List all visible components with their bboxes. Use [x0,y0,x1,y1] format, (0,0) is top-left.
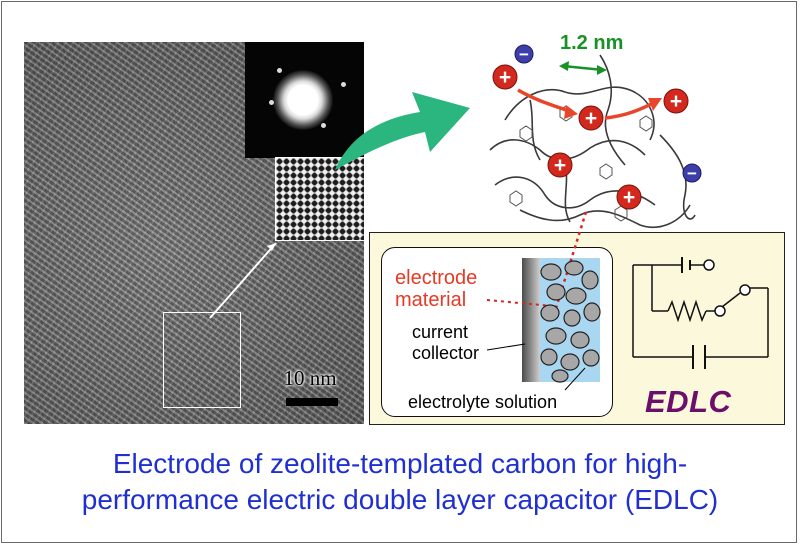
carbon-particle [545,327,567,345]
electrode-label-line1: electrode [395,267,478,289]
cation-sign: + [670,90,682,113]
hexagon-ring [519,125,533,142]
cation-circle [547,152,573,178]
cation-sign: + [499,66,511,89]
collector-label-line1: current [412,322,469,342]
anion-circle [514,44,534,64]
zoom-leader-dotted-line [554,211,588,309]
zoom-pointer-arrowhead [267,243,276,251]
anion: − [514,44,534,64]
pore-dimension-arrowhead-left [559,61,569,71]
switch-terminal [714,305,726,317]
edlc-label: EDLC [645,384,732,419]
scale-bar [286,398,338,406]
region-of-interest-box [163,312,241,408]
cation-sign: + [623,186,635,209]
diffraction-spot [341,82,346,87]
carbon-particle [540,348,558,366]
switch-terminal [739,284,751,296]
lattice-zoom-inset [275,157,365,241]
diffraction-spot [269,100,274,105]
carbon-strand [504,86,655,141]
anion: − [682,163,702,183]
electrode-particles [540,260,601,383]
anion-sign: − [687,164,697,183]
cation: + [578,105,604,131]
current-collector-bar [522,258,540,382]
carbon-strand [659,134,696,220]
resistor [667,299,707,323]
anion-sign: − [519,45,529,64]
carbon-particle [565,287,587,305]
cation: + [616,184,642,210]
big-green-arrow [335,92,470,170]
carbon-particle [540,263,562,281]
carbon-strand [599,54,626,166]
cation-circle [616,184,642,210]
cation: + [547,152,573,178]
caption-line-2: performance electric double layer capaci… [81,484,719,515]
carbon-particle [583,302,601,322]
electrode-label-leader [486,299,553,307]
pore-size-label: 1.2 nm [560,32,624,54]
figure-caption: Electrode of zeolite-templated carbon fo… [12,446,788,518]
carbon-particle [551,369,569,383]
diffraction-center-spot [273,70,333,130]
hexagon-ring [599,163,613,180]
switch-lever [721,292,741,308]
ion-flow-arrowhead-2 [648,98,662,111]
scale-bar-label: 10 nm [283,366,337,390]
carbon-particle [570,331,590,349]
ion-flow-arrow-2 [604,100,656,120]
pore-dimension-line [562,64,604,72]
electrode-label-line2: material [395,289,467,311]
hexagon-ring [509,190,523,207]
terminal [703,259,715,271]
pore-dimension-arrowhead-right [597,65,607,75]
collector-label-line2: collector [412,343,480,363]
cation-sign: + [554,154,566,177]
ion-flow-arrowhead-1 [564,105,578,119]
carbon-framework [489,54,696,229]
anion-circle [682,163,702,183]
electrolyte-label: electrolyte solution [408,392,558,412]
diffraction-spot [321,123,326,128]
cation-sign: + [585,107,597,130]
electrolyte-label-leader [564,367,586,391]
collector-label-leader [486,343,526,351]
carbon-strand [519,204,691,229]
carbon-particle [581,270,599,290]
cation-circle [578,105,604,131]
equivalent-circuit [632,257,769,369]
zoom-pointer-line [209,242,277,319]
caption-line-1: Electrode of zeolite-templated carbon fo… [112,448,688,479]
diffraction-spot [277,68,282,73]
carbon-particle [560,353,580,371]
cation: + [492,64,518,90]
carbon-particle [582,349,600,367]
cation-circle [492,64,518,90]
ion-flow-arrow-1 [517,88,573,114]
cation: + [663,88,689,114]
electron-diffraction-inset [245,42,364,158]
carbon-particle [540,304,560,322]
carbon-particle [546,283,566,301]
cation-circle [663,88,689,114]
carbon-particle [563,309,581,327]
carbon-particle [564,260,584,276]
hexagon-ring [639,115,653,132]
